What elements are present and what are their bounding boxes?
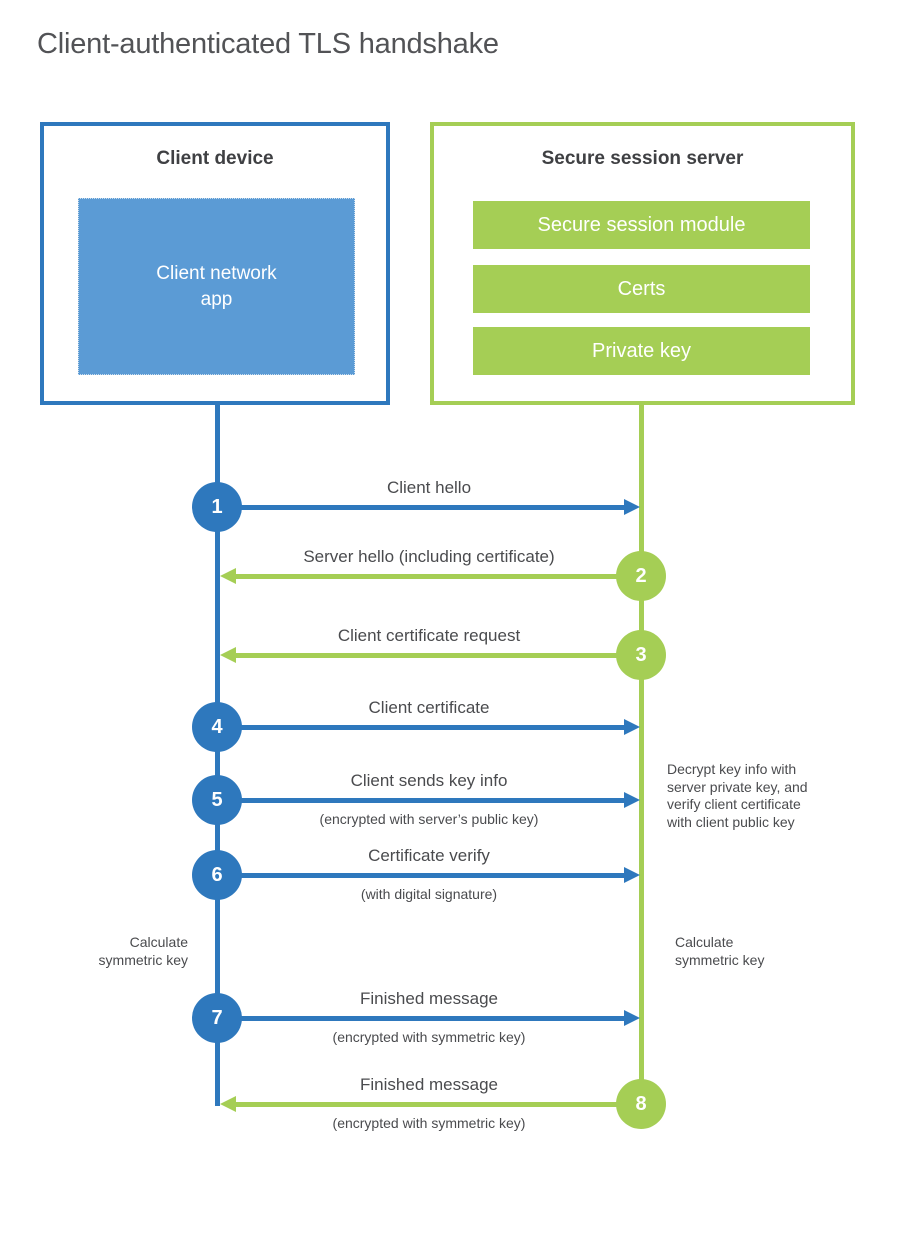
- step-8-label: Finished message: [360, 1075, 498, 1094]
- arrow-left-icon: [220, 647, 638, 663]
- client-device-box: Client device Client network app: [40, 122, 390, 405]
- step-6-marker: 6: [192, 850, 242, 900]
- step-8-sublabel: (encrypted with symmetric key): [332, 1115, 526, 1131]
- arrow-left-icon: [220, 1096, 638, 1112]
- server-module-private-key: Private key: [473, 327, 810, 375]
- step-number: 1: [211, 495, 223, 518]
- step-7-sublabel: (encrypted with symmetric key): [332, 1029, 526, 1045]
- arrow-right-icon: [220, 499, 640, 515]
- step-5-sublabel: (encrypted with server’s public key): [319, 811, 539, 827]
- client-network-app-box: Client network app: [78, 198, 355, 375]
- secure-session-server-title: Secure session server: [541, 148, 744, 169]
- step-1-marker: 1: [192, 482, 242, 532]
- step-number: 6: [211, 863, 223, 886]
- step-number: 5: [211, 788, 223, 811]
- step-number: 3: [635, 643, 647, 666]
- server-module-certs: Certs: [473, 265, 810, 313]
- calculate-symmetric-key-client-note: Calculate symmetric key: [98, 934, 188, 968]
- step-7-label: Finished message: [360, 989, 498, 1008]
- step-4-marker: 4: [192, 702, 242, 752]
- decrypt-key-info-note: Decrypt key info with server private key…: [667, 761, 808, 830]
- step-6-label: Certificate verify: [368, 846, 490, 865]
- secure-session-server-box: Secure session server Secure session mod…: [430, 122, 855, 405]
- step-5-marker: 5: [192, 775, 242, 825]
- step-number: 2: [635, 564, 647, 587]
- step-number: 8: [635, 1092, 647, 1115]
- arrow-right-icon: [220, 867, 640, 883]
- step-number: 4: [211, 715, 223, 738]
- step-6-sublabel: (with digital signature): [360, 886, 498, 902]
- step-4-label: Client certificate: [368, 698, 490, 717]
- client-lifeline: [215, 405, 220, 1106]
- calculate-symmetric-key-server-note: Calculate symmetric key: [675, 934, 765, 968]
- page-title: Client-authenticated TLS handshake: [37, 28, 499, 60]
- arrow-right-icon: [220, 1010, 640, 1026]
- step-1-label: Client hello: [386, 478, 472, 497]
- arrow-right-icon: [220, 792, 640, 808]
- step-2-label: Server hello (including certificate): [303, 547, 555, 566]
- step-7-marker: 7: [192, 993, 242, 1043]
- step-2-marker: 2: [616, 551, 666, 601]
- server-module-secure-session-module: Secure session module: [473, 201, 810, 249]
- step-8-marker: 8: [616, 1079, 666, 1129]
- step-number: 7: [211, 1006, 223, 1029]
- arrow-right-icon: [220, 719, 640, 735]
- client-device-title: Client device: [156, 148, 274, 169]
- server-lifeline: [639, 405, 644, 1104]
- step-5-label: Client sends key info: [350, 771, 508, 790]
- step-3-label: Client certificate request: [337, 626, 521, 645]
- step-3-marker: 3: [616, 630, 666, 680]
- arrow-left-icon: [220, 568, 638, 584]
